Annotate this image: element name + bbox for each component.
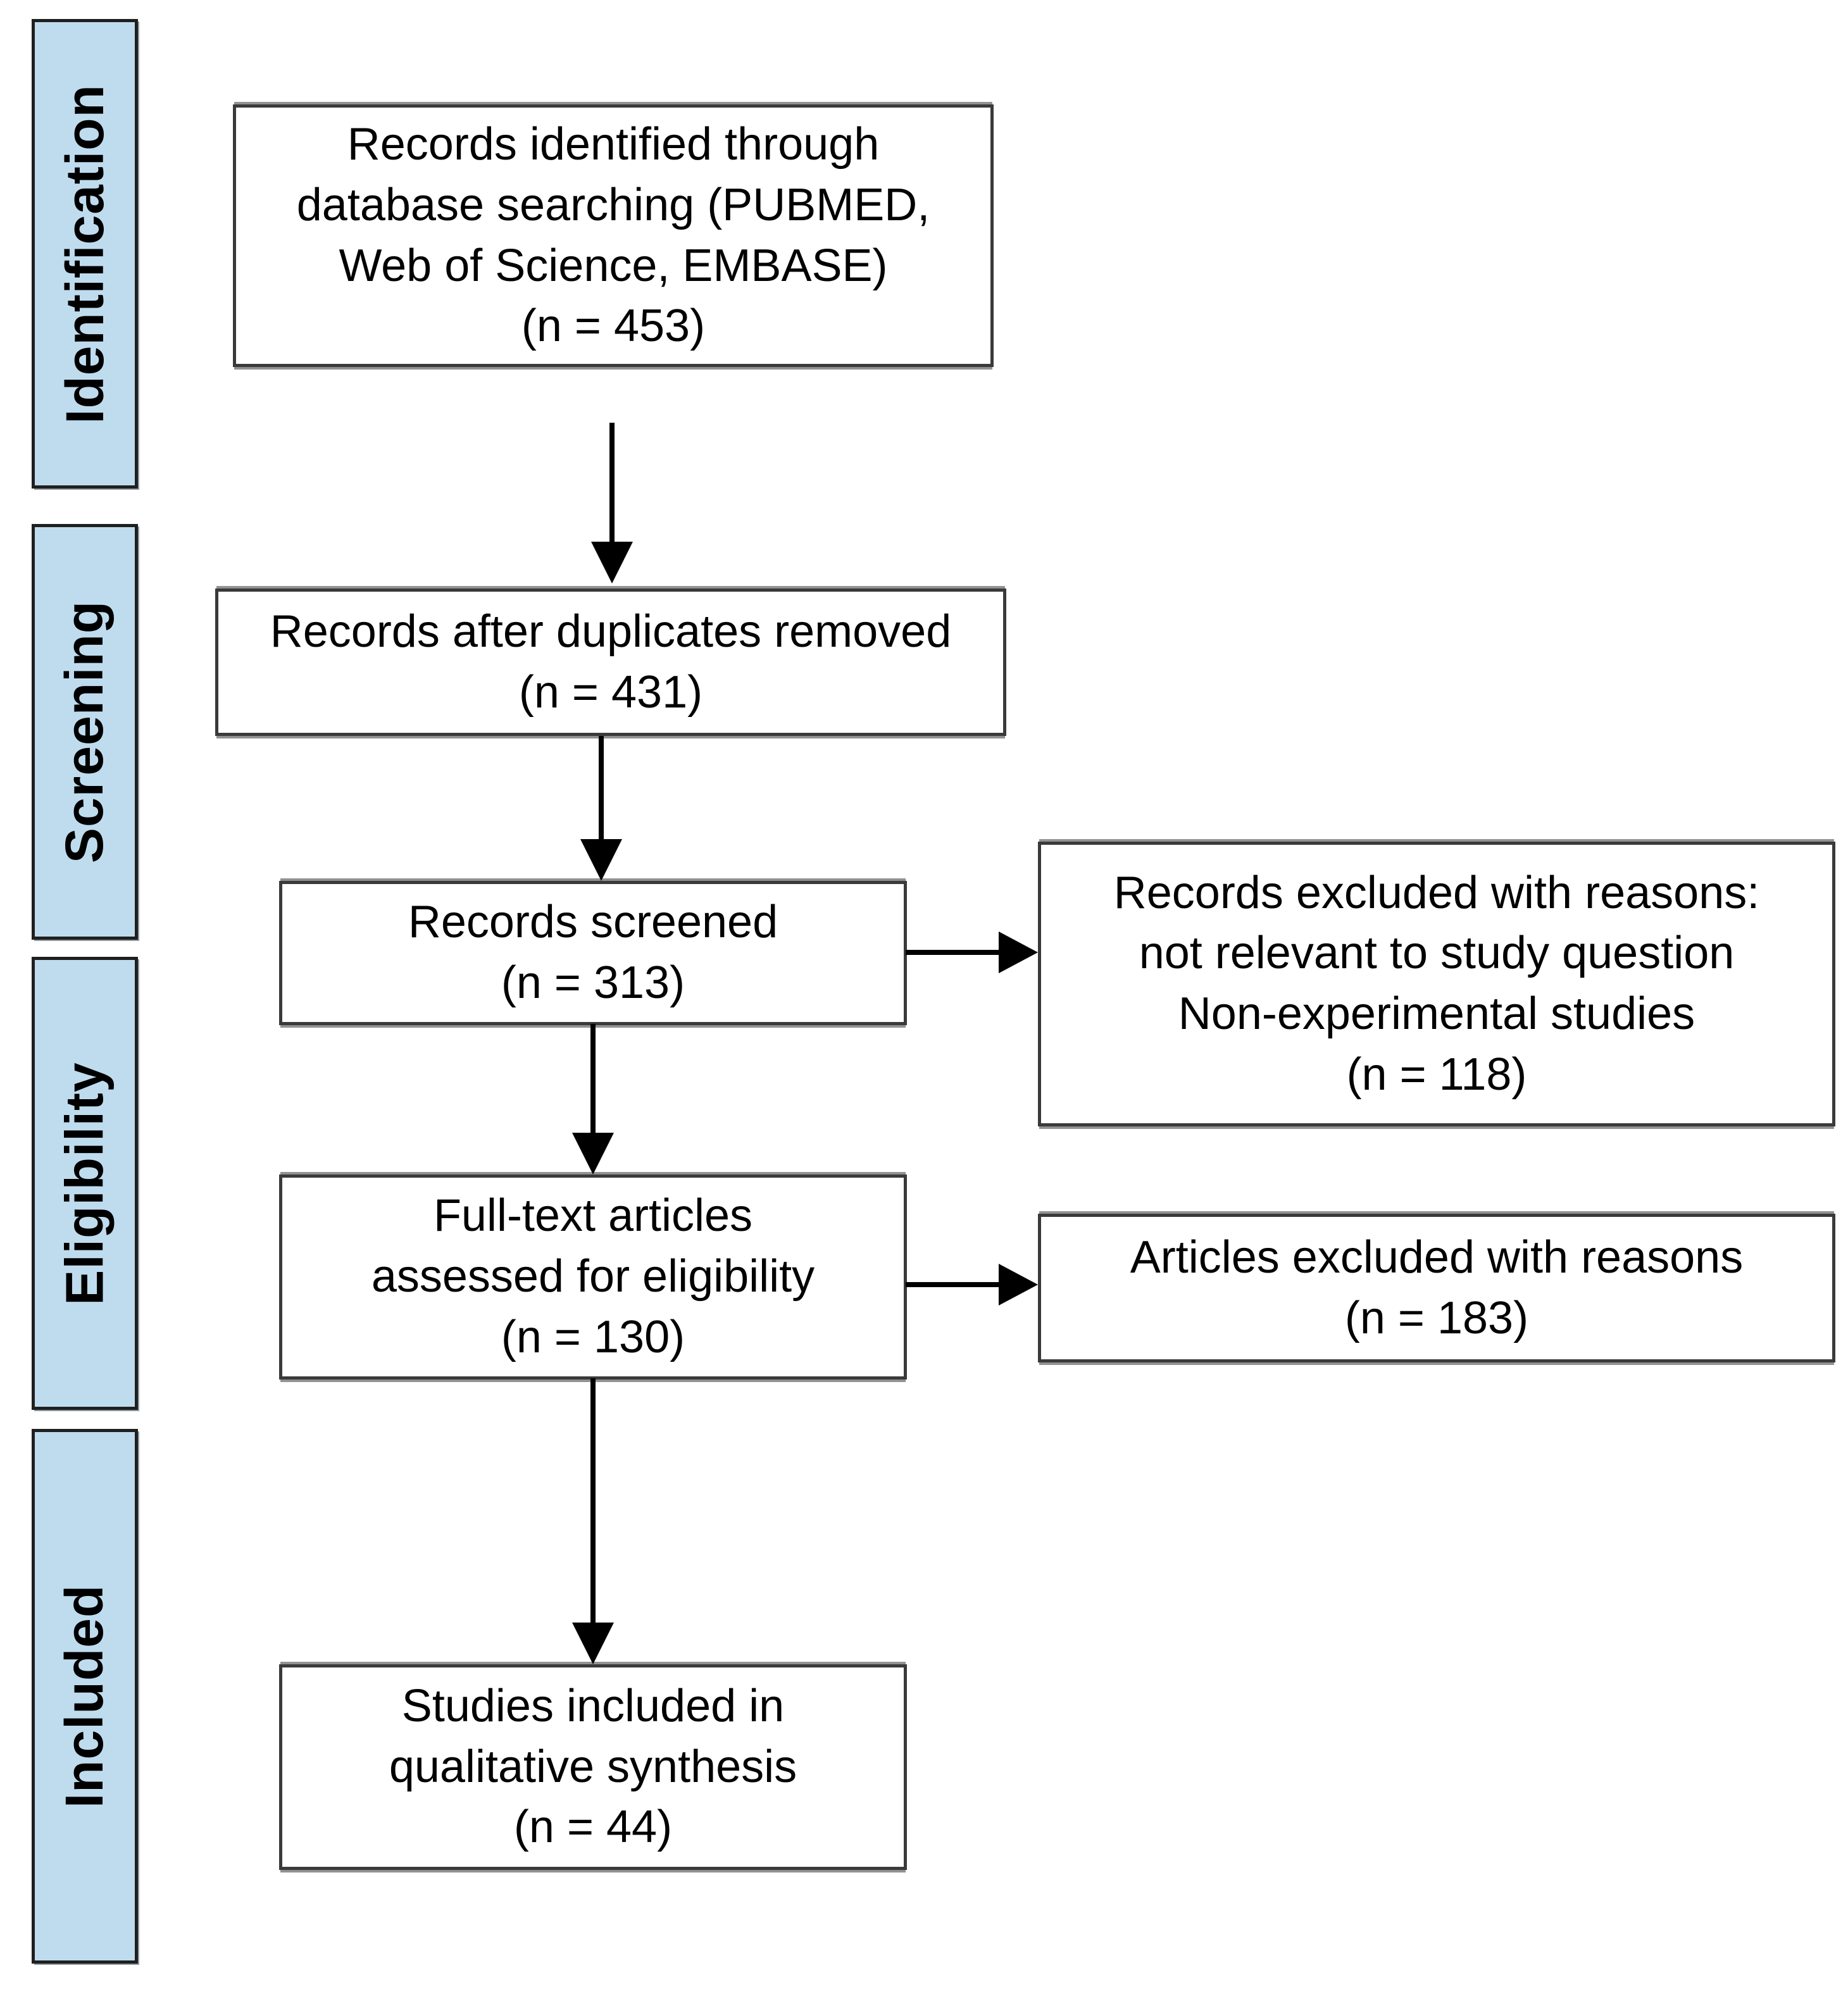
arrow-stem bbox=[599, 736, 604, 840]
box-fulltext-assessed: Full-text articles assessed for eligibil… bbox=[279, 1175, 907, 1380]
arrow-head-right-icon bbox=[999, 932, 1038, 973]
arrow-stem bbox=[590, 1378, 596, 1624]
box-articles-excluded: Articles excluded with reasons (n = 183) bbox=[1038, 1214, 1835, 1362]
box-text: Records after duplicates removed (n = 43… bbox=[270, 606, 952, 718]
box-text: Records identified through database sear… bbox=[296, 119, 930, 352]
stage-label: Screening bbox=[54, 600, 115, 864]
arrow-head-right-icon bbox=[999, 1264, 1038, 1305]
box-records-excluded: Records excluded with reasons: not relev… bbox=[1038, 842, 1835, 1126]
box-records-deduplicated: Records after duplicates removed (n = 43… bbox=[215, 589, 1006, 736]
box-text: Records screened (n = 313) bbox=[408, 897, 778, 1008]
stage-screening: Screening bbox=[32, 524, 138, 940]
stage-label: Included bbox=[54, 1584, 115, 1809]
arrow-stem bbox=[609, 423, 615, 543]
stage-identification: Identification bbox=[32, 19, 138, 489]
arrow-head-down-icon bbox=[591, 542, 633, 583]
arrow-stem bbox=[906, 950, 1000, 955]
box-text: Records excluded with reasons: not relev… bbox=[1113, 867, 1760, 1100]
stage-eligibility: Eligibility bbox=[32, 957, 138, 1410]
stage-label: Identification bbox=[54, 84, 115, 424]
arrow-head-down-icon bbox=[572, 1133, 614, 1175]
box-text: Studies included in qualitative synthesi… bbox=[389, 1680, 797, 1853]
arrow-stem bbox=[590, 1024, 596, 1134]
arrow-head-down-icon bbox=[572, 1623, 614, 1664]
arrow-stem bbox=[906, 1282, 1000, 1287]
box-records-screened: Records screened (n = 313) bbox=[279, 881, 907, 1025]
stage-label: Eligibility bbox=[54, 1061, 115, 1305]
box-text: Articles excluded with reasons (n = 183) bbox=[1130, 1231, 1744, 1343]
arrow-head-down-icon bbox=[580, 839, 622, 881]
stage-included: Included bbox=[32, 1429, 138, 1964]
box-records-identified: Records identified through database sear… bbox=[233, 104, 994, 367]
box-studies-included: Studies included in qualitative synthesi… bbox=[279, 1664, 907, 1870]
box-text: Full-text articles assessed for eligibil… bbox=[371, 1190, 815, 1362]
